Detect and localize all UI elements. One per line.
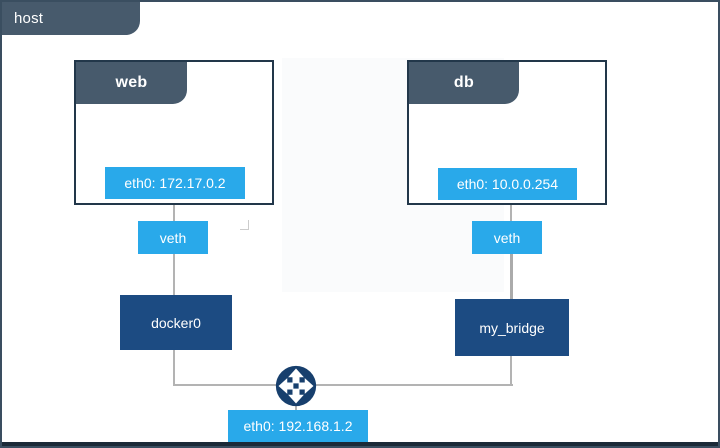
veth-node-web: veth [138, 221, 208, 254]
connector-veth-to-docker0 [173, 254, 175, 295]
container-node-web: web eth0: 172.17.0.2 [74, 60, 274, 205]
container-tab-web: web [76, 62, 187, 104]
bottom-bar [2, 442, 718, 446]
interface-label-host: eth0: 192.168.1.2 [243, 418, 353, 434]
router-icon [275, 365, 317, 407]
host-label: host [14, 10, 44, 27]
interface-badge-host: eth0: 192.168.1.2 [228, 410, 368, 442]
bridge-label-docker0: docker0 [151, 314, 201, 331]
host-tab: host [2, 2, 140, 35]
connector-mybridge-down [510, 356, 512, 384]
veth-label-web: veth [159, 229, 187, 246]
container-tab-db: db [409, 62, 519, 104]
interface-label-web: eth0: 172.17.0.2 [124, 175, 226, 191]
stray-mark [240, 220, 249, 230]
bridge-node-docker0: docker0 [120, 295, 232, 350]
veth-label-db: veth [493, 229, 521, 246]
connector-horizontal-bus [173, 384, 513, 386]
bridge-node-mybridge: my_bridge [455, 299, 569, 356]
connector-docker0-down [173, 350, 175, 385]
container-label-web: web [115, 74, 148, 91]
connector-veth-to-mybridge [510, 254, 513, 299]
connector-db-to-veth [510, 205, 512, 221]
veth-node-db: veth [472, 221, 542, 254]
container-label-db: db [453, 74, 475, 91]
bridge-label-mybridge: my_bridge [479, 319, 545, 336]
container-node-db: db eth0: 10.0.0.254 [407, 60, 607, 205]
interface-label-db: eth0: 10.0.0.254 [456, 176, 559, 192]
interface-badge-web: eth0: 172.17.0.2 [105, 167, 245, 199]
interface-badge-db: eth0: 10.0.0.254 [438, 168, 577, 200]
connector-router-to-eth0 [295, 405, 297, 411]
connector-web-to-veth [173, 205, 175, 221]
